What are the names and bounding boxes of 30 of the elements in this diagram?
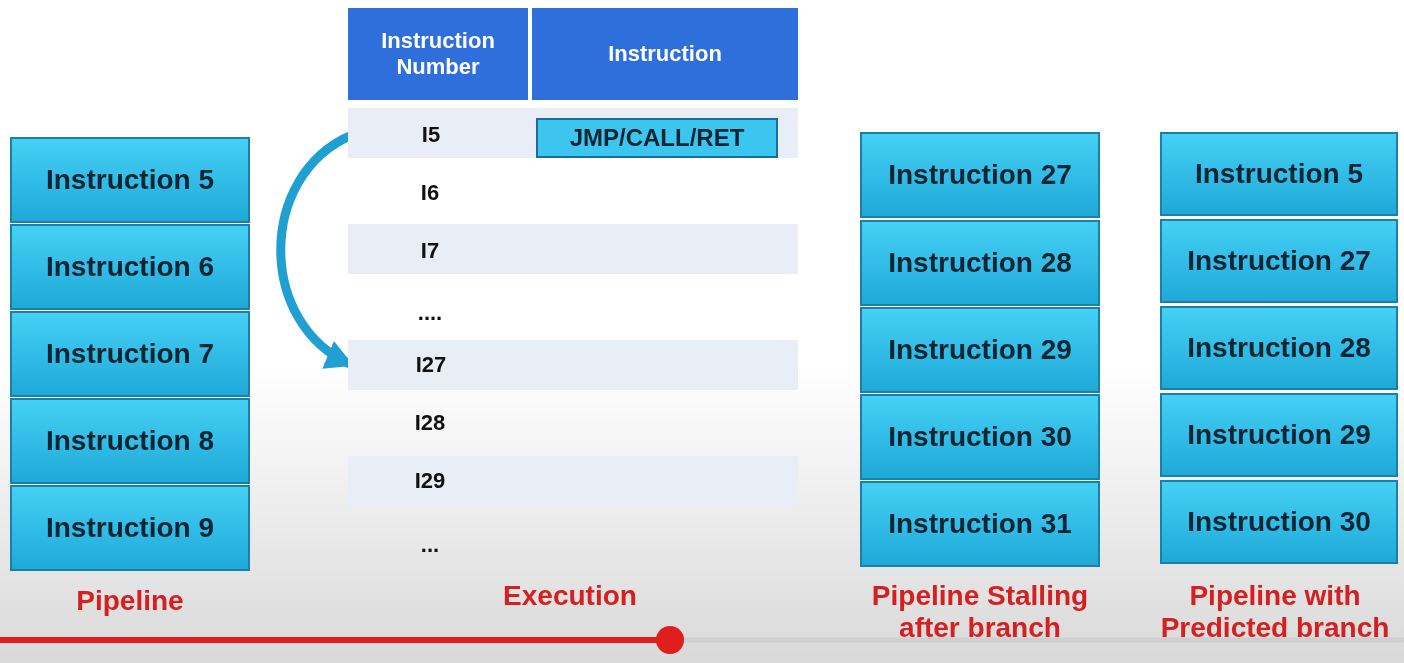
pipeline-stage-box: Instruction 5 (10, 137, 250, 223)
table-cell-text: I7 (419, 237, 441, 265)
pipeline-stage-box: Instruction 28 (1160, 306, 1398, 390)
pipeline-stage-box: Instruction 5 (1160, 132, 1398, 216)
table-header: Instruction Number (348, 8, 528, 100)
table-cell-text: I29 (413, 467, 447, 495)
table-header: Instruction (532, 8, 798, 100)
pipeline-stage-box: Instruction 31 (860, 481, 1100, 567)
pipeline-stage-box: Instruction 29 (1160, 393, 1398, 477)
table-cell-text: I5 (352, 112, 510, 158)
pipeline-stage-box: Instruction 30 (1160, 480, 1398, 564)
caption: Pipeline with Predicted branch (1159, 580, 1391, 644)
pipeline-stage-box: Instruction 9 (10, 485, 250, 571)
pipeline-stage-box: Instruction 29 (860, 307, 1100, 393)
pipeline-stage-box: Instruction 28 (860, 220, 1100, 306)
pipeline-stage-box: Instruction 30 (860, 394, 1100, 480)
table-cell-text: .... (416, 299, 444, 327)
instruction-box: JMP/CALL/RET (536, 118, 778, 158)
caption: Pipeline (75, 585, 185, 617)
pipeline-stage-box: Instruction 27 (860, 132, 1100, 218)
pipeline-stage-box: Instruction 6 (10, 224, 250, 310)
caption: Pipeline Stalling after branch (870, 580, 1090, 644)
caption: Execution (502, 580, 638, 612)
table-cell-text: I6 (419, 179, 441, 207)
table-cell-text: ... (419, 531, 441, 559)
pipeline-stage-box: Instruction 7 (10, 311, 250, 397)
table-cell-text: I28 (413, 409, 447, 437)
table-cell-text: I27 (352, 342, 510, 388)
pipeline-stage-box: Instruction 27 (1160, 219, 1398, 303)
pipeline-stage-box: Instruction 8 (10, 398, 250, 484)
